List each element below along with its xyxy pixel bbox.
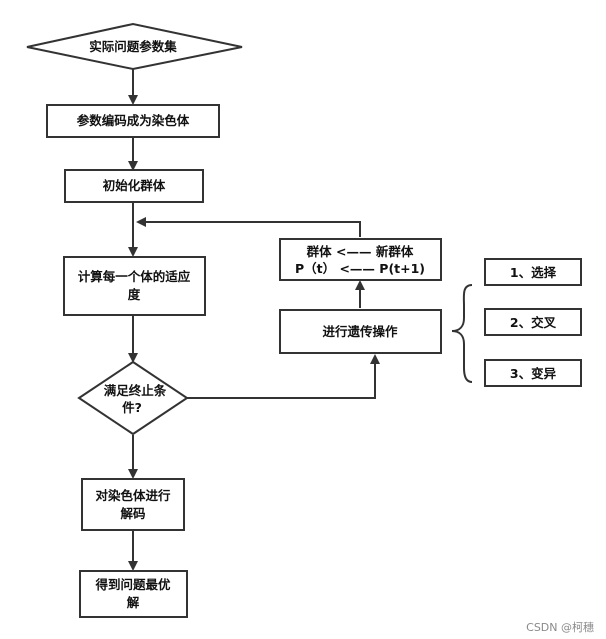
update-label-line2: P（t） <—— P(t+1) — [295, 261, 425, 276]
shapes — [26, 22, 582, 618]
edge-update-loop — [136, 217, 361, 237]
init-node — [64, 169, 204, 203]
op-crossover-node — [484, 308, 582, 336]
encode-label: 参数编码成为染色体 — [77, 113, 190, 128]
connectors — [128, 64, 380, 571]
op-select-node — [484, 258, 582, 286]
fitness-label-line1: 计算每一个体的适应 — [78, 269, 191, 284]
labels: 实际问题参数集 参数编码成为染色体 初始化群体 计算每一个体的适应 度 满足终止… — [77, 39, 557, 610]
start-node — [26, 22, 243, 71]
decode-label-line2: 解码 — [120, 506, 145, 521]
edge-decision-genetic — [187, 354, 380, 399]
curly-brace — [451, 284, 473, 383]
op-mutation-node — [484, 359, 582, 387]
decision-label-line1: 满足终止条 — [104, 383, 167, 398]
decision-node — [77, 360, 189, 436]
genetic-label: 进行遗传操作 — [322, 324, 398, 339]
fitness-node — [63, 256, 206, 316]
update-node — [279, 238, 442, 281]
encode-node — [46, 104, 220, 138]
op-select-label: 1、选择 — [510, 265, 557, 280]
op-mutation-label: 3、变异 — [510, 366, 557, 381]
fitness-label-line2: 度 — [128, 287, 141, 302]
decode-label-line1: 对染色体进行 — [95, 488, 171, 503]
decode-node — [81, 478, 185, 531]
update-label-line1: 群体 <—— 新群体 — [306, 244, 414, 259]
start-label: 实际问题参数集 — [89, 39, 177, 54]
watermark: CSDN @柯穗 — [526, 621, 594, 634]
init-label: 初始化群体 — [103, 178, 166, 193]
best-node — [79, 570, 188, 618]
genetic-node — [279, 309, 442, 354]
op-crossover-label: 2、交叉 — [510, 315, 557, 330]
best-label-line1: 得到问题最优 — [94, 577, 171, 592]
decision-label-line2: 件? — [122, 400, 142, 415]
best-label-line2: 解 — [127, 595, 140, 610]
